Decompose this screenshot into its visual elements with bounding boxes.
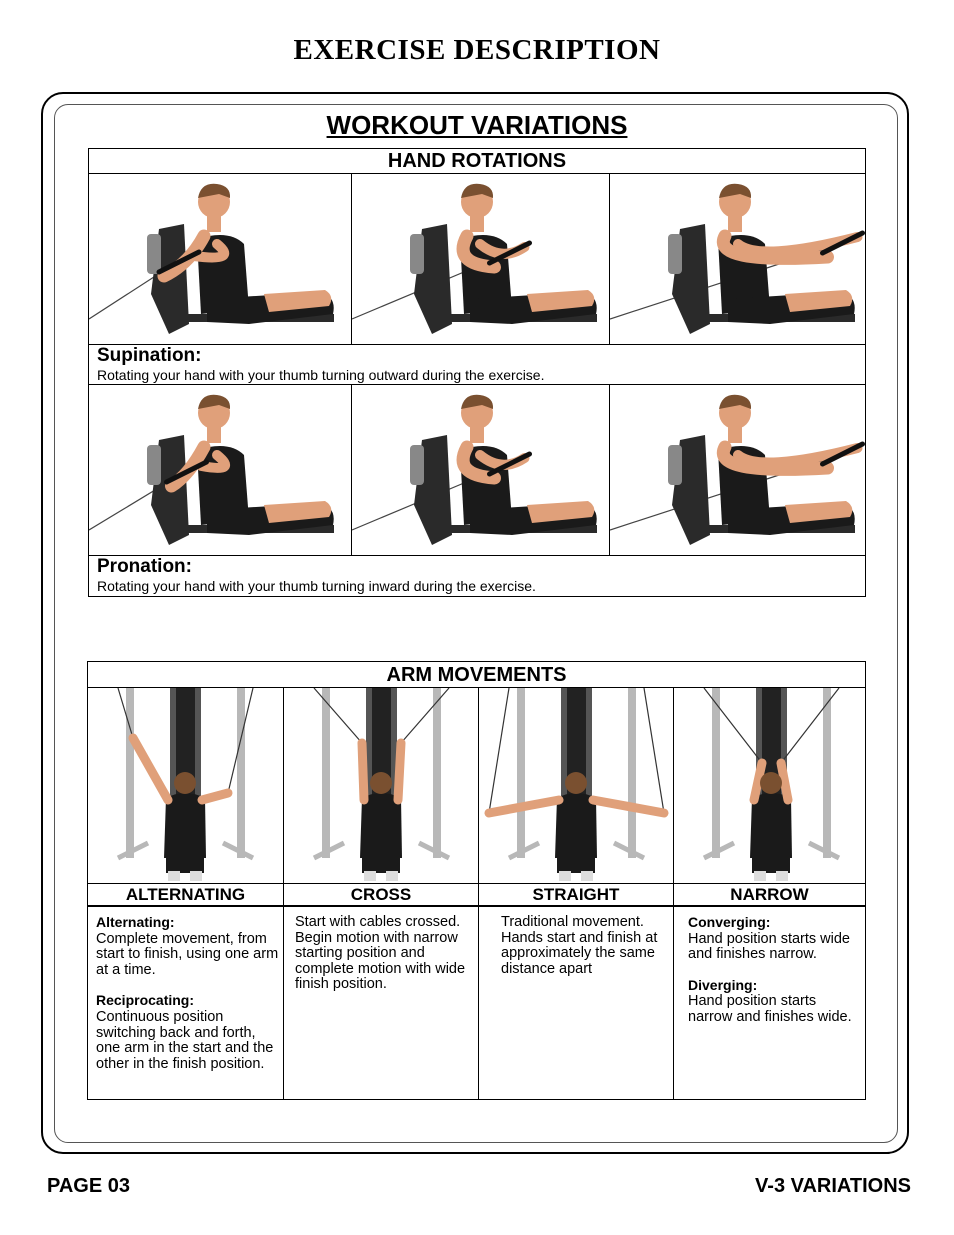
alternating-description: Alternating:Complete movement, from star…: [88, 907, 283, 1087]
hand-rotations-title: HAND ROTATIONS: [89, 149, 865, 174]
narrow-description: Converging:Hand position starts wide and…: [674, 907, 865, 1041]
alternating-label: ALTERNATING: [88, 883, 283, 907]
alternating-text: Complete movement, from start to finish,…: [96, 930, 279, 978]
cross-photo: [284, 688, 478, 883]
pronation-description: Pronation: Rotating your hand with your …: [89, 556, 865, 596]
straight-description: Traditional movement. Hands start and fi…: [479, 907, 673, 992]
reciprocating-text: Continuous position switching back and f…: [96, 1008, 274, 1072]
page-frame-inner: [54, 104, 898, 1143]
supination-photo-start: [89, 174, 351, 344]
supination-text: Rotating your hand with your thumb turni…: [97, 367, 545, 383]
pronation-photo-end: [609, 385, 866, 555]
pronation-photo-start: [89, 385, 351, 555]
supination-photo-mid: [351, 174, 609, 344]
arm-movements-title: ARM MOVEMENTS: [88, 662, 865, 688]
cross-description: Start with cables crossed. Begin motion …: [284, 907, 478, 1008]
arm-column-alternating: ALTERNATING Alternating:Complete movemen…: [88, 688, 283, 1099]
alternating-heading: Alternating:: [96, 914, 175, 930]
footer-document-name: V-3 VARIATIONS: [755, 1175, 911, 1197]
straight-text: Traditional movement. Hands start and fi…: [501, 914, 658, 977]
narrow-photo: [674, 688, 865, 883]
pronation-photo-row: [89, 385, 865, 556]
narrow-label: NARROW: [674, 883, 865, 907]
supination-photo-end: [609, 174, 866, 344]
cross-text: Start with cables crossed. Begin motion …: [295, 914, 466, 993]
section-title: WORKOUT VARIATIONS: [326, 110, 628, 140]
arm-column-straight: STRAIGHT Traditional movement. Hands sta…: [478, 688, 673, 1099]
converging-text: Hand position starts wide and finishes n…: [688, 930, 850, 963]
arm-column-narrow: NARROW Converging:Hand position starts w…: [673, 688, 865, 1099]
alternating-photo: [88, 688, 283, 883]
supination-photo-row: [89, 174, 865, 345]
pronation-text: Rotating your hand with your thumb turni…: [97, 578, 536, 594]
arm-movements-table: ARM MOVEMENTS ALTERNATING Alternating:Co…: [87, 661, 866, 1100]
hand-rotations-table: HAND ROTATIONS: [88, 148, 866, 597]
straight-label: STRAIGHT: [479, 883, 673, 907]
straight-photo: [479, 688, 673, 883]
arm-column-cross: CROSS Start with cables crossed. Begin m…: [283, 688, 478, 1099]
converging-heading: Converging:: [688, 914, 771, 930]
cross-label: CROSS: [284, 883, 478, 907]
reciprocating-heading: Reciprocating:: [96, 992, 195, 1009]
diverging-text: Hand position starts narrow and finishes…: [688, 993, 852, 1025]
diverging-heading: Diverging:: [688, 976, 758, 993]
supination-title: Supination:: [97, 345, 202, 366]
pronation-title: Pronation:: [97, 556, 192, 577]
footer-page-number: PAGE 03: [47, 1175, 130, 1197]
page-frame-outer: [41, 92, 909, 1154]
page-header: EXERCISE DESCRIPTION: [293, 34, 661, 66]
pronation-photo-mid: [351, 385, 609, 555]
supination-description: Supination: Rotating your hand with your…: [89, 345, 865, 385]
